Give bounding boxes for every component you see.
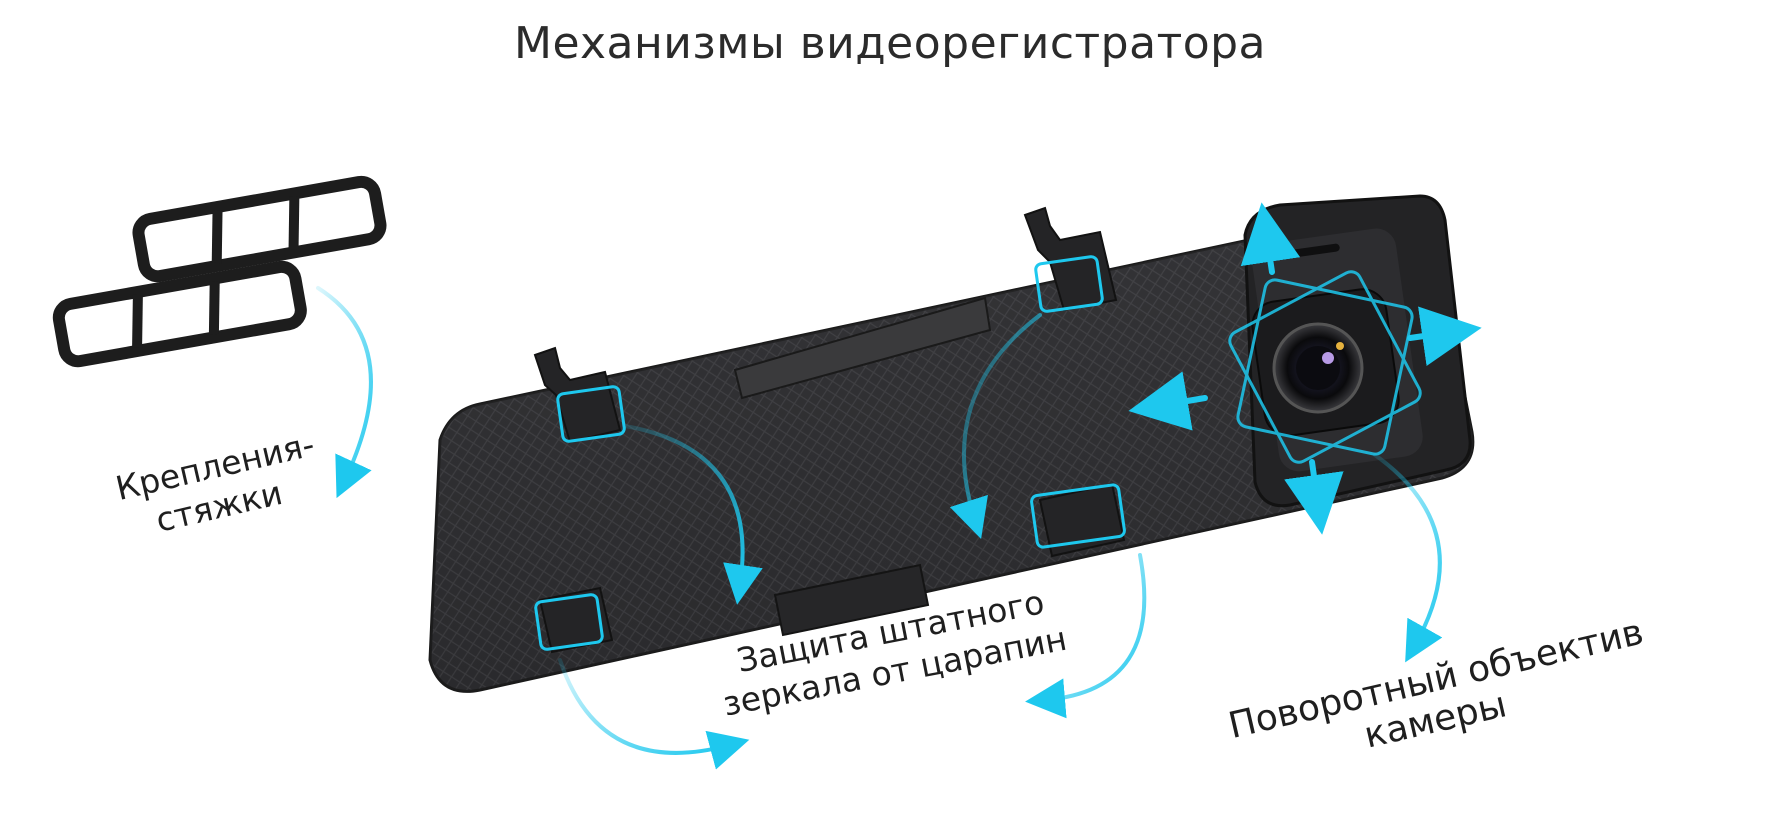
page-title: Механизмы видеорегистратора — [513, 18, 1267, 69]
arrow-icon — [316, 202, 1482, 770]
camera-lens-icon — [1251, 288, 1400, 437]
rubber-strap-icon — [52, 175, 387, 368]
mirror-dashcam-image — [428, 194, 1475, 693]
